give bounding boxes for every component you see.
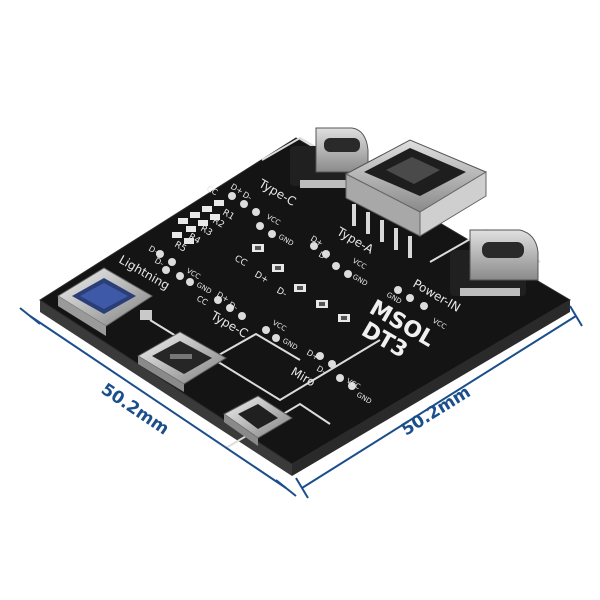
label-dminus-micro: D- bbox=[315, 364, 327, 376]
resistor-block bbox=[172, 200, 224, 244]
board-edge bbox=[40, 300, 292, 476]
usb-type-a-connector bbox=[344, 139, 488, 258]
label-dminus-top: D- bbox=[241, 190, 253, 202]
test-pads bbox=[156, 192, 428, 390]
label-dminus-a: D- bbox=[317, 250, 329, 262]
label-dminus-led: D- bbox=[275, 286, 289, 300]
type-c-connector-mid bbox=[137, 331, 227, 392]
type-c-connector-top bbox=[290, 127, 369, 188]
type-c-connector-right bbox=[450, 229, 539, 296]
label-dminus-light: D- bbox=[153, 256, 165, 268]
label-dminus-mid: D- bbox=[227, 300, 239, 312]
status-leds bbox=[252, 244, 350, 322]
lightning-connector bbox=[57, 267, 153, 336]
micro-usb-connector bbox=[223, 395, 293, 446]
board-edge-right bbox=[292, 300, 570, 476]
